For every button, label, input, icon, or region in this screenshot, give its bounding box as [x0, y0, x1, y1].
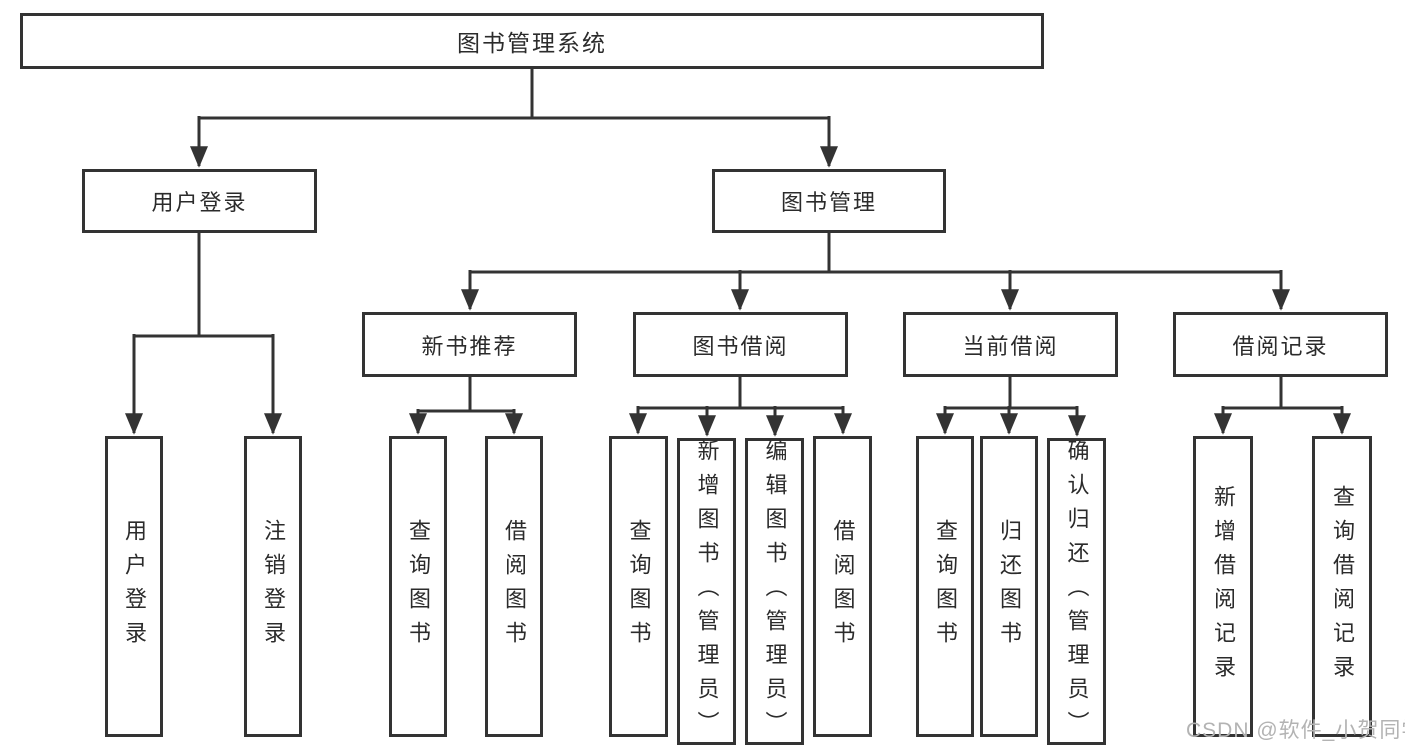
leaf-recommend-query-book: 查询图书: [389, 436, 447, 737]
leaf-borrowing-borrow-book-label: 借阅图书: [830, 518, 856, 655]
leaf-recommend-query-book-label: 查询图书: [406, 518, 431, 655]
node-borrowing-records: 借阅记录: [1173, 312, 1388, 377]
node-system-root-label: 图书管理系统: [457, 30, 607, 56]
leaf-logout: 注销登录: [244, 436, 302, 737]
leaf-borrowing-add-book-admin-label: 新增图书（管理员）: [694, 438, 720, 745]
leaf-user-login: 用户登录: [105, 436, 163, 737]
leaf-borrowing-query-book: 查询图书: [609, 436, 668, 737]
leaf-borrowing-edit-book-admin: 编辑图书（管理员）: [745, 438, 804, 745]
leaf-records-add-record-label: 新增借阅记录: [1211, 484, 1236, 689]
leaf-borrowing-query-book-label: 查询图书: [626, 518, 652, 655]
node-borrowing-records-label: 借阅记录: [1232, 333, 1329, 359]
leaf-logout-label: 注销登录: [261, 518, 286, 655]
leaf-user-login-label: 用户登录: [122, 518, 147, 655]
leaf-records-query-record: 查询借阅记录: [1312, 436, 1372, 737]
node-system-root: 图书管理系统: [20, 13, 1044, 69]
node-book-borrowing: 图书借阅: [633, 312, 848, 377]
node-current-borrowing-label: 当前借阅: [962, 333, 1059, 359]
node-book-borrowing-label: 图书借阅: [692, 333, 789, 359]
leaf-borrowing-add-book-admin: 新增图书（管理员）: [677, 438, 736, 745]
node-book-management-label: 图书管理: [780, 190, 877, 215]
leaf-records-add-record: 新增借阅记录: [1193, 436, 1253, 737]
node-current-borrowing: 当前借阅: [903, 312, 1118, 377]
node-new-book-recommendation-label: 新书推荐: [421, 333, 518, 359]
leaf-current-confirm-return-admin: 确认归还（管理员）: [1047, 438, 1106, 745]
leaf-current-confirm-return-admin-label: 确认归还（管理员）: [1064, 438, 1090, 745]
leaf-recommend-borrow-book-label: 借阅图书: [502, 518, 527, 655]
leaf-borrowing-edit-book-admin-label: 编辑图书（管理员）: [762, 438, 788, 745]
node-user-login: 用户登录: [82, 169, 317, 233]
leaf-current-return-book-label: 归还图书: [997, 518, 1022, 655]
node-book-management: 图书管理: [712, 169, 946, 233]
node-user-login-label: 用户登录: [151, 190, 248, 215]
leaf-recommend-borrow-book: 借阅图书: [485, 436, 543, 737]
leaf-current-query-book-label: 查询图书: [933, 518, 958, 655]
leaf-current-return-book: 归还图书: [980, 436, 1038, 737]
node-new-book-recommendation: 新书推荐: [362, 312, 577, 377]
leaf-current-query-book: 查询图书: [916, 436, 974, 737]
watermark: CSDN @软件_小贺同学: [1186, 719, 1405, 742]
leaf-records-query-record-label: 查询借阅记录: [1330, 484, 1355, 689]
leaf-borrowing-borrow-book: 借阅图书: [813, 436, 872, 737]
